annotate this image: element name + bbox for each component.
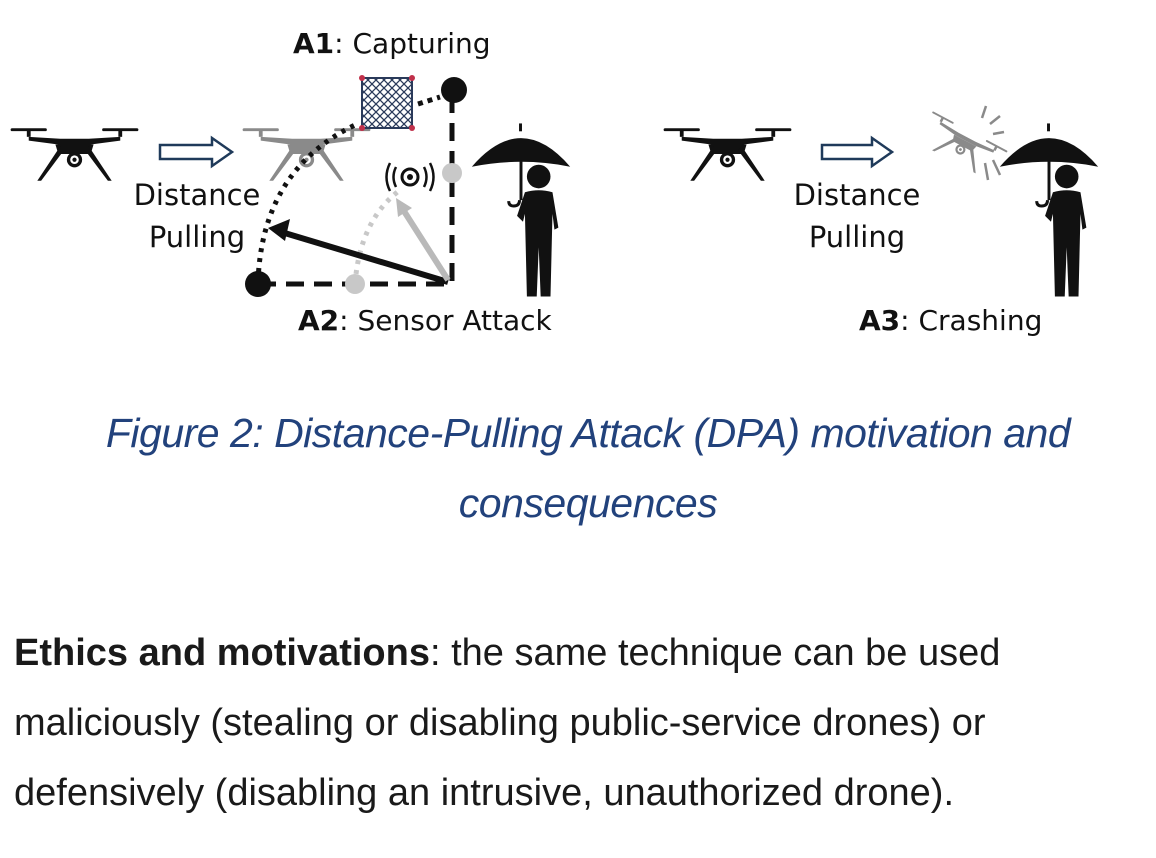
- hollow-arrow-icon: [820, 135, 895, 169]
- sensor-signal-icon: [385, 162, 435, 192]
- person-umbrella-icon: [470, 121, 572, 298]
- crash-impact-icon: [980, 105, 1005, 181]
- label-distance-pulling-right-1: Distance: [794, 178, 921, 212]
- caption-line-1: Figure 2: Distance-Pulling Attack (DPA) …: [105, 410, 1071, 456]
- person-umbrella-icon: [998, 121, 1100, 298]
- net-icon: [359, 75, 415, 131]
- label-distance-pulling-right-2: Pulling: [809, 220, 905, 254]
- drone-icon: [663, 128, 792, 181]
- label-a2: A2: Sensor Attack: [298, 304, 553, 337]
- right-panel: Distance Pulling A3: Crashing: [663, 105, 1100, 337]
- label-a1: A1: Capturing: [293, 27, 491, 60]
- figure-caption: Figure 2: Distance-Pulling Attack (DPA) …: [60, 398, 1116, 538]
- dpa-figure: A1: Capturing A2: Sensor Attack Distance…: [10, 27, 1100, 337]
- ethics-paragraph: Ethics and motivations: the same techniq…: [14, 618, 1134, 828]
- label-distance-pulling-left-2: Pulling: [149, 220, 245, 254]
- paragraph-body: : the same technique can be used malicio…: [14, 632, 1001, 814]
- caption-line-2: consequences: [458, 480, 718, 526]
- hollow-arrow-icon: [158, 135, 235, 169]
- label-distance-pulling-left-1: Distance: [134, 178, 261, 212]
- label-a3: A3: Crashing: [859, 304, 1042, 337]
- paragraph-lead: Ethics and motivations: [14, 632, 430, 674]
- pulled-drone-icon: [242, 128, 371, 181]
- left-panel: A1: Capturing A2: Sensor Attack Distance…: [10, 27, 572, 337]
- drone-icon: [10, 128, 139, 181]
